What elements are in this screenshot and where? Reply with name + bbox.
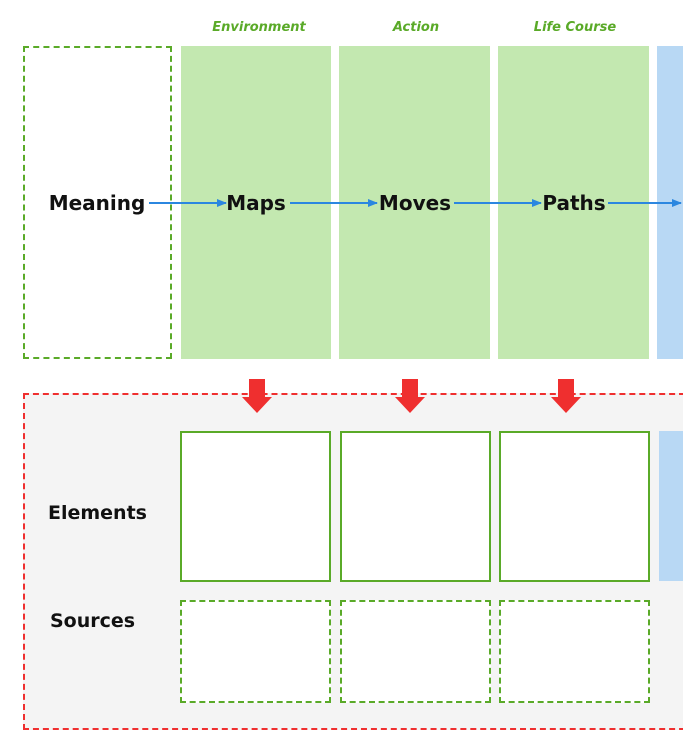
column-heading-action: Action (392, 20, 440, 35)
column-heading-environment: Environment (212, 20, 306, 35)
column-heading-life-course: Life Course (533, 20, 617, 35)
row-label-elements: Elements (48, 502, 147, 524)
source-box-action (340, 600, 491, 703)
element-box-environment (180, 431, 331, 582)
source-box-environment (180, 600, 331, 703)
source-box-life-course (499, 600, 650, 703)
element-box-action (340, 431, 491, 582)
down-arrow-action (395, 379, 425, 413)
down-arrow-life-course (551, 379, 581, 413)
node-maps: Maps (226, 191, 286, 215)
down-arrow-environment (242, 379, 272, 413)
node-meaning: Meaning (48, 191, 146, 215)
node-moves: Moves (378, 191, 452, 215)
row-label-sources: Sources (50, 610, 136, 632)
node-paths: Paths (542, 191, 606, 215)
next-element-partial (659, 431, 683, 581)
element-box-life-course (499, 431, 650, 582)
meaning-box (23, 46, 172, 359)
